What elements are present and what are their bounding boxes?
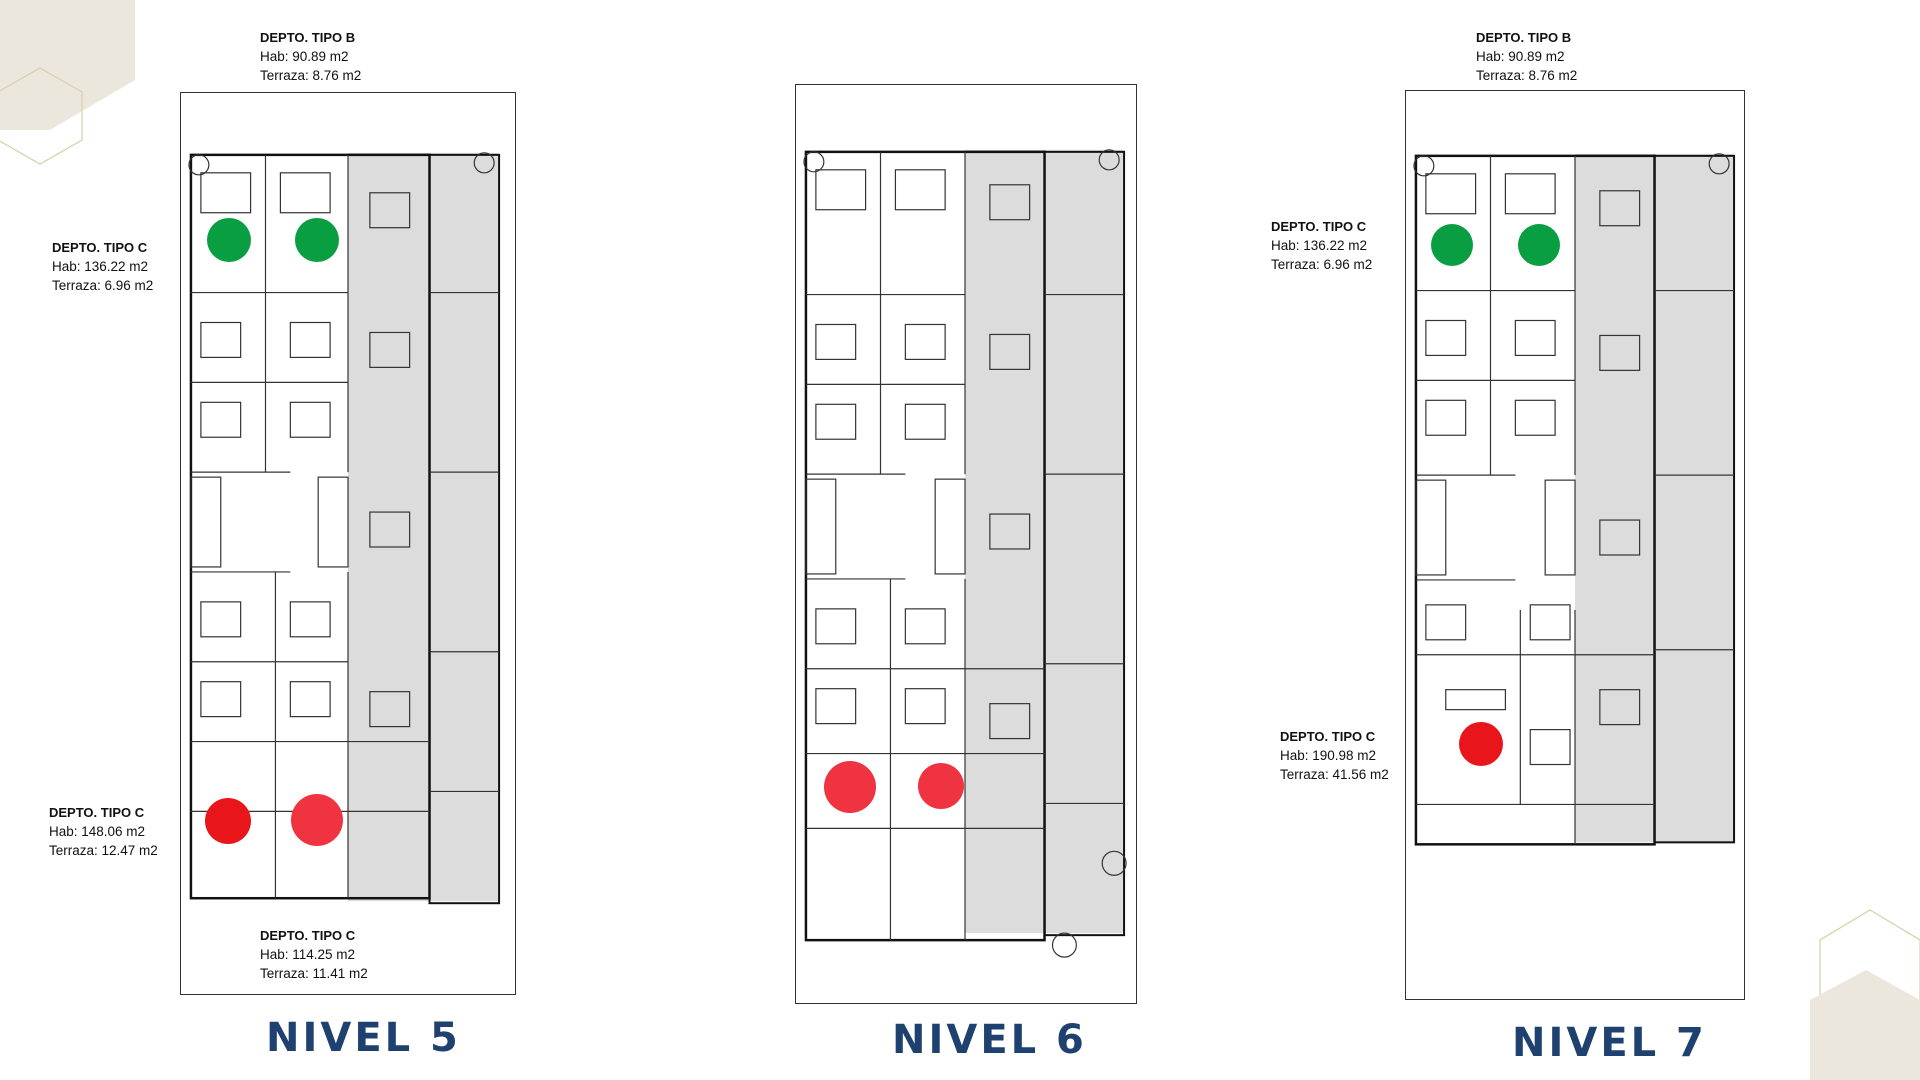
available-unit-marker[interactable] (1518, 224, 1560, 266)
unit-label-tipo-b: DEPTO. TIPO B Hab: 90.89 m2 Terraza: 8.7… (260, 28, 361, 85)
available-unit-marker[interactable] (207, 218, 251, 262)
unit-terrace: Terraza: 6.96 m2 (1271, 257, 1373, 272)
unit-label-tipo-c: DEPTO. TIPO C Hab: 136.22 m2 Terraza: 6.… (1271, 217, 1372, 274)
available-unit-marker[interactable] (295, 218, 339, 262)
sold-unit-marker[interactable] (205, 798, 251, 844)
sold-unit-marker[interactable] (1459, 722, 1503, 766)
level-title: NIVEL 6 (892, 1017, 1087, 1063)
floor-plan-nivel-7 (1405, 90, 1745, 1000)
hexagon-decoration-bottom-right (1810, 909, 1920, 1080)
unit-type: DEPTO. TIPO B (1476, 30, 1572, 45)
floor-plan-nivel-6 (795, 84, 1137, 1004)
sold-unit-marker[interactable] (824, 761, 876, 813)
unit-label-tipo-c: DEPTO. TIPO C Hab: 190.98 m2 Terraza: 41… (1280, 727, 1389, 784)
unit-area: Hab: 90.89 m2 (1476, 49, 1565, 64)
unit-area: Hab: 136.22 m2 (52, 259, 149, 274)
unit-type: DEPTO. TIPO B (260, 30, 356, 45)
unit-type: DEPTO. TIPO C (52, 240, 148, 255)
unit-area: Hab: 136.22 m2 (1271, 238, 1368, 253)
unit-terrace: Terraza: 11.41 m2 (260, 966, 368, 981)
unit-terrace: Terraza: 6.96 m2 (52, 278, 154, 293)
unit-label-tipo-b: DEPTO. TIPO B Hab: 90.89 m2 Terraza: 8.7… (1476, 28, 1577, 85)
unit-area: Hab: 114.25 m2 (260, 947, 356, 962)
unit-terrace: Terraza: 8.76 m2 (1476, 68, 1578, 83)
unit-area: Hab: 148.06 m2 (49, 824, 146, 839)
unit-type: DEPTO. TIPO C (1280, 729, 1376, 744)
unit-label-tipo-c: DEPTO. TIPO C Hab: 136.22 m2 Terraza: 6.… (52, 238, 153, 295)
level-title: NIVEL 5 (266, 1015, 461, 1061)
unit-terrace: Terraza: 8.76 m2 (260, 68, 362, 83)
unit-terrace: Terraza: 12.47 m2 (49, 843, 158, 858)
available-unit-marker[interactable] (1431, 224, 1473, 266)
unit-terrace: Terraza: 41.56 m2 (1280, 767, 1389, 782)
sold-unit-marker[interactable] (291, 794, 343, 846)
floor-plan-nivel-5 (180, 92, 516, 995)
unit-area: Hab: 90.89 m2 (260, 49, 349, 64)
unit-type: DEPTO. TIPO C (49, 805, 145, 820)
unit-label-tipo-c: DEPTO. TIPO C Hab: 114.25 m2 Terraza: 11… (260, 926, 368, 983)
level-title: NIVEL 7 (1512, 1020, 1707, 1066)
unit-type: DEPTO. TIPO C (1271, 219, 1367, 234)
sold-unit-marker[interactable] (918, 763, 964, 809)
unit-type: DEPTO. TIPO C (260, 928, 356, 943)
hexagon-decoration-top-left (0, 0, 135, 165)
unit-label-tipo-c: DEPTO. TIPO C Hab: 148.06 m2 Terraza: 12… (49, 803, 158, 860)
unit-area: Hab: 190.98 m2 (1280, 748, 1377, 763)
